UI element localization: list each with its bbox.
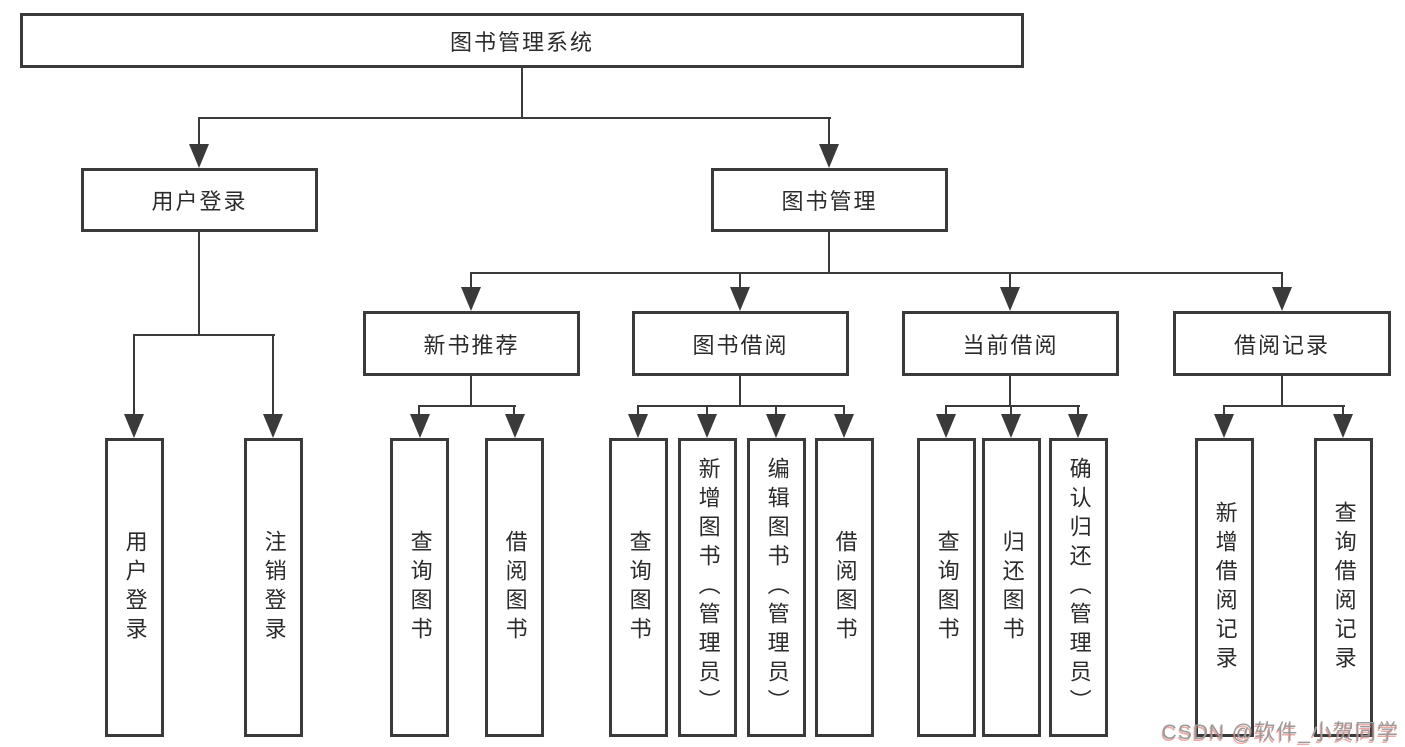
leaf-query-books-current: 查询图书 bbox=[917, 438, 976, 737]
leaf-add-book-admin: 新增图书（管理员） bbox=[678, 438, 737, 737]
arrow-down-icon bbox=[461, 287, 481, 311]
arrow-down-icon bbox=[1000, 287, 1020, 311]
connector-line bbox=[521, 68, 523, 119]
arrow-down-icon bbox=[189, 144, 209, 168]
leaf-logout-login: 注销登录 bbox=[244, 438, 303, 737]
connector-line bbox=[828, 117, 830, 147]
leaf-label: 查询图书 bbox=[407, 529, 433, 646]
leaf-label: 查询图书 bbox=[626, 529, 652, 646]
connector-line bbox=[470, 376, 472, 407]
arrow-down-icon bbox=[1272, 287, 1292, 311]
leaf-label: 查询借阅记录 bbox=[1331, 500, 1357, 675]
arrow-down-icon bbox=[628, 414, 648, 438]
leaf-label: 借阅图书 bbox=[502, 529, 528, 646]
connector-line bbox=[706, 405, 708, 417]
connector-line bbox=[133, 334, 275, 336]
arrow-down-icon bbox=[730, 287, 750, 311]
connector-line bbox=[470, 272, 1283, 274]
connector-line bbox=[513, 405, 515, 417]
node-borrowing-records: 借阅记录 bbox=[1173, 311, 1391, 376]
connector-line bbox=[1342, 405, 1344, 417]
leaf-label: 归还图书 bbox=[999, 529, 1025, 646]
connector-line bbox=[739, 272, 741, 289]
leaf-label: 用户登录 bbox=[122, 529, 148, 646]
connector-line bbox=[272, 334, 274, 416]
connector-line bbox=[946, 405, 1080, 407]
leaf-label: 新增图书（管理员） bbox=[695, 457, 721, 718]
leaf-label: 新增借阅记录 bbox=[1212, 500, 1238, 675]
node-current-borrowing: 当前借阅 bbox=[902, 311, 1119, 376]
arrow-down-icon bbox=[1068, 414, 1088, 438]
leaf-label: 查询图书 bbox=[934, 529, 960, 646]
leaf-return-books: 归还图书 bbox=[982, 438, 1041, 737]
connector-line bbox=[1009, 376, 1011, 407]
connector-line bbox=[945, 405, 947, 417]
connector-line bbox=[843, 405, 845, 417]
node-book-management: 图书管理 bbox=[711, 168, 948, 232]
leaf-label: 确认归还（管理员） bbox=[1066, 457, 1092, 718]
node-book-borrowing: 图书借阅 bbox=[632, 311, 849, 376]
connector-line bbox=[198, 117, 831, 119]
connector-line bbox=[1077, 405, 1079, 417]
leaf-label: 借阅图书 bbox=[832, 529, 858, 646]
arrow-down-icon bbox=[766, 414, 786, 438]
connector-line bbox=[775, 405, 777, 417]
node-new-book-recommendation: 新书推荐 bbox=[363, 311, 580, 376]
arrow-down-icon bbox=[410, 414, 430, 438]
arrow-down-icon bbox=[697, 414, 717, 438]
arrow-down-icon bbox=[1333, 414, 1353, 438]
connector-line bbox=[739, 376, 741, 407]
leaf-query-books-borrowing: 查询图书 bbox=[609, 438, 668, 737]
connector-line bbox=[1223, 405, 1225, 417]
connector-line bbox=[1224, 405, 1345, 407]
arrow-down-icon bbox=[505, 414, 525, 438]
leaf-borrow-books-recommend: 借阅图书 bbox=[485, 438, 544, 737]
leaf-edit-book-admin: 编辑图书（管理员） bbox=[747, 438, 806, 737]
connector-line bbox=[198, 232, 200, 336]
leaf-confirm-return-admin: 确认归还（管理员） bbox=[1049, 438, 1108, 737]
node-library-system: 图书管理系统 bbox=[20, 13, 1024, 68]
connector-line bbox=[418, 405, 420, 417]
leaf-borrow-books: 借阅图书 bbox=[815, 438, 874, 737]
connector-line bbox=[198, 117, 200, 147]
arrow-down-icon bbox=[819, 144, 839, 168]
leaf-user-login: 用户登录 bbox=[105, 438, 164, 737]
leaf-query-books-recommend: 查询图书 bbox=[390, 438, 449, 737]
leaf-query-borrow-record: 查询借阅记录 bbox=[1314, 438, 1373, 737]
connector-line bbox=[470, 272, 472, 289]
connector-line bbox=[1010, 405, 1012, 417]
connector-line bbox=[1281, 376, 1283, 407]
connector-line bbox=[419, 405, 516, 407]
node-user-login: 用户登录 bbox=[81, 168, 318, 232]
connector-line bbox=[133, 334, 135, 416]
arrow-down-icon bbox=[263, 414, 283, 438]
connector-line bbox=[1281, 272, 1283, 289]
connector-line bbox=[828, 232, 830, 274]
arrow-down-icon bbox=[124, 414, 144, 438]
arrow-down-icon bbox=[1001, 414, 1021, 438]
connector-line bbox=[1009, 272, 1011, 289]
leaf-label: 编辑图书（管理员） bbox=[764, 457, 790, 718]
connector-line bbox=[638, 405, 845, 407]
arrow-down-icon bbox=[834, 414, 854, 438]
connector-line bbox=[637, 405, 639, 417]
leaf-add-borrow-record: 新增借阅记录 bbox=[1195, 438, 1254, 737]
watermark: CSDN @软件_小贺同学 bbox=[1161, 721, 1399, 744]
arrow-down-icon bbox=[936, 414, 956, 438]
arrow-down-icon bbox=[1214, 414, 1234, 438]
leaf-label: 注销登录 bbox=[261, 529, 287, 646]
